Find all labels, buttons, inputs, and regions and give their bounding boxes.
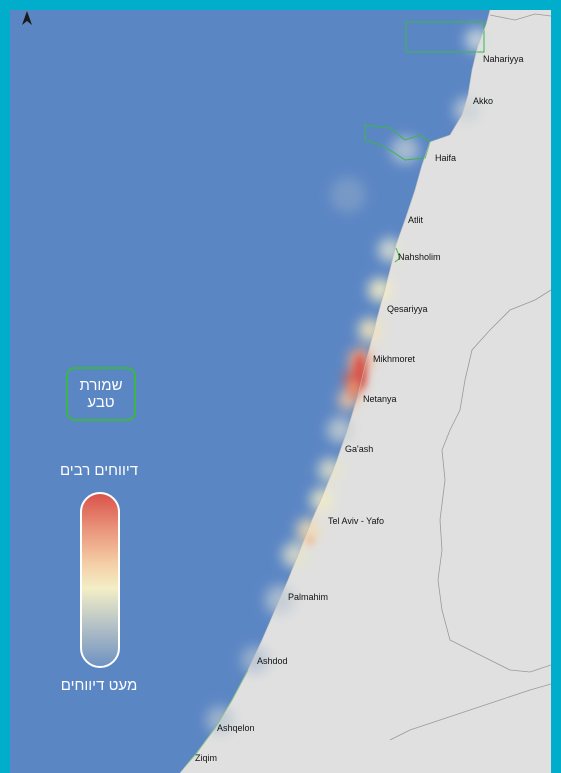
border-line	[389, 683, 551, 741]
city-label-qesariyya: Qesariyya	[387, 304, 428, 314]
city-label-nahsholim: Nahsholim	[398, 252, 441, 262]
city-label-ashqelon: Ashqelon	[217, 723, 255, 733]
reserve-outline	[394, 247, 401, 263]
nature-reserve-legend: שמורת טבע	[66, 367, 136, 421]
legend-low-label: מעט דיווחים	[60, 677, 138, 694]
city-label-telaviv: Tel Aviv - Yafo	[328, 516, 385, 526]
city-label-atlit: Atlit	[408, 215, 424, 225]
border-line	[489, 13, 551, 21]
heatmap-glow	[206, 28, 489, 734]
city-label-ziqim: Ziqim	[195, 753, 217, 763]
legend-high-label: דיווחים רבים	[59, 462, 139, 479]
coastline	[179, 10, 491, 773]
map-frame: Nahariyya Akko Haifa Atlit Nahsholim Qes…	[10, 10, 551, 773]
density-gradient-bar	[80, 492, 120, 668]
city-label-gaash: Ga'ash	[345, 444, 374, 454]
reserve-legend-line2: טבע	[87, 394, 115, 411]
city-label-palmahim: Palmahim	[288, 592, 329, 602]
city-label-akko: Akko	[473, 96, 494, 106]
city-label-netanya: Netanya	[363, 394, 397, 404]
reserve-legend-line1: שמורת	[79, 377, 123, 394]
heatmap-core	[306, 354, 366, 544]
city-label-ashdod: Ashdod	[257, 656, 288, 666]
city-label-nahariyya: Nahariyya	[483, 54, 524, 64]
coastline-map	[179, 10, 551, 773]
city-label-haifa: Haifa	[435, 153, 457, 163]
reserve-outline	[405, 21, 485, 53]
border-line	[437, 289, 551, 673]
reserve-outline	[364, 124, 431, 161]
land-area	[180, 10, 551, 773]
city-label-mikhmoret: Mikhmoret	[373, 354, 416, 364]
north-arrow-icon	[22, 11, 32, 25]
